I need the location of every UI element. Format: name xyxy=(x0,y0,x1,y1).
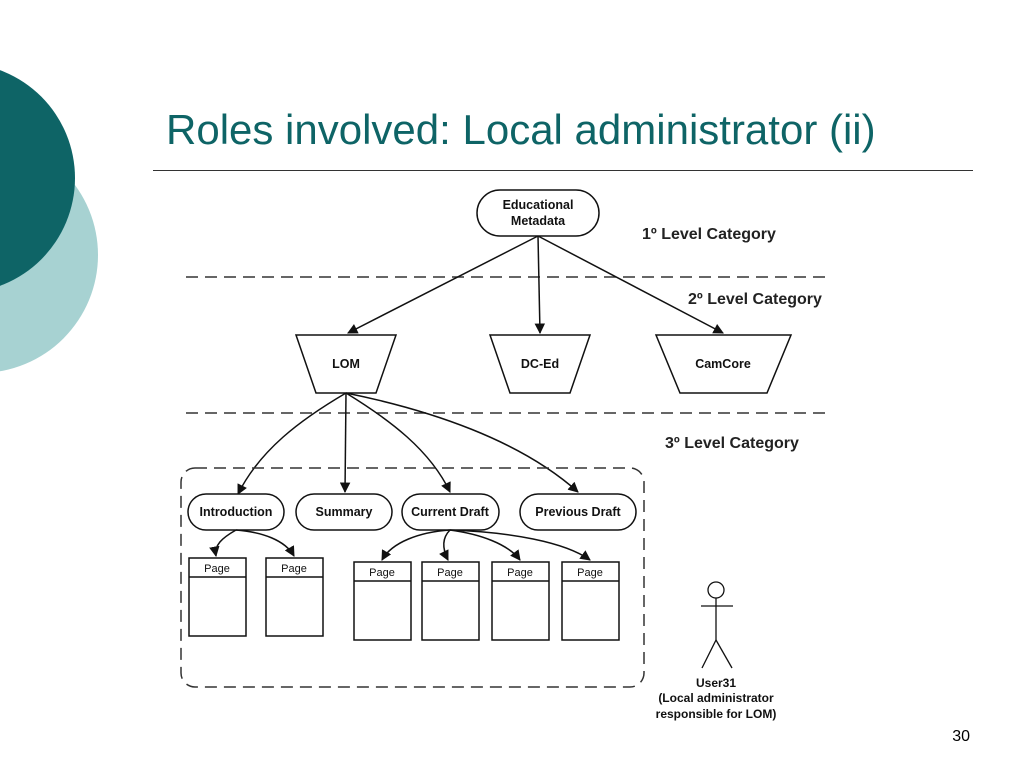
level-label-1: 1º Level Category xyxy=(642,226,776,243)
svg-text:Introduction: Introduction xyxy=(200,505,273,519)
svg-text:Summary: Summary xyxy=(316,505,373,519)
slide-title: Roles involved: Local administrator (ii) xyxy=(166,106,876,153)
svg-text:CamCore: CamCore xyxy=(695,357,751,371)
page-box: Page xyxy=(265,557,324,637)
actor-role-line-2: responsible for LOM) xyxy=(656,707,777,721)
svg-text:Page: Page xyxy=(577,567,603,579)
page-number: 30 xyxy=(952,728,970,745)
node-camcore: CamCore xyxy=(654,334,793,394)
edge-lom-previous-draft xyxy=(345,392,579,493)
lom-group-box xyxy=(180,467,645,688)
node-educational-metadata: Educational Metadata xyxy=(476,189,600,237)
svg-text:Page: Page xyxy=(281,563,307,575)
svg-text:Page: Page xyxy=(204,563,230,575)
edge-lom-summary xyxy=(339,392,351,494)
svg-text:Page: Page xyxy=(437,567,463,579)
node-current-draft: Current Draft xyxy=(401,493,500,531)
svg-text:Page: Page xyxy=(507,567,533,579)
edge-root-dced xyxy=(534,235,546,335)
edge-introduction-page-1 xyxy=(209,529,237,558)
svg-text:LOM: LOM xyxy=(332,357,360,371)
node-lom: LOM xyxy=(294,334,398,394)
actor-name: User31 xyxy=(696,676,736,690)
svg-text:DC-Ed: DC-Ed xyxy=(521,357,559,371)
edge-lom-current-draft xyxy=(345,392,451,493)
edge-root-camcore xyxy=(537,235,724,334)
page-box: Page xyxy=(353,561,412,641)
svg-text:Educational: Educational xyxy=(503,198,574,212)
node-dc-ed: DC-Ed xyxy=(488,334,592,394)
svg-text:Current Draft: Current Draft xyxy=(411,505,490,519)
actor-role-line-1: (Local administrator xyxy=(658,691,774,705)
level-label-2: 2º Level Category xyxy=(688,291,822,308)
svg-text:Page: Page xyxy=(369,567,395,579)
edge-root-lom xyxy=(347,235,539,334)
edge-current-draft-page-4 xyxy=(439,529,451,561)
page-box: Page xyxy=(421,561,480,641)
level-label-3: 3º Level Category xyxy=(665,435,799,452)
edge-current-draft-page-3 xyxy=(381,529,451,561)
svg-text:Metadata: Metadata xyxy=(511,214,566,228)
page-box: Page xyxy=(188,557,247,637)
page-box: Page xyxy=(491,561,550,641)
edge-introduction-page-2 xyxy=(235,529,295,557)
page-box: Page xyxy=(561,561,620,641)
node-previous-draft: Previous Draft xyxy=(519,493,637,531)
node-summary: Summary xyxy=(295,493,393,531)
svg-text:Previous Draft: Previous Draft xyxy=(535,505,621,519)
edge-current-draft-page-5 xyxy=(449,529,521,561)
actor-stick-figure-icon xyxy=(701,581,733,669)
edge-lom-introduction xyxy=(237,392,347,495)
title-divider xyxy=(153,170,973,171)
decoration-circle-dark xyxy=(0,70,75,286)
node-introduction: Introduction xyxy=(187,493,285,531)
edge-current-draft-page-6 xyxy=(449,529,591,561)
